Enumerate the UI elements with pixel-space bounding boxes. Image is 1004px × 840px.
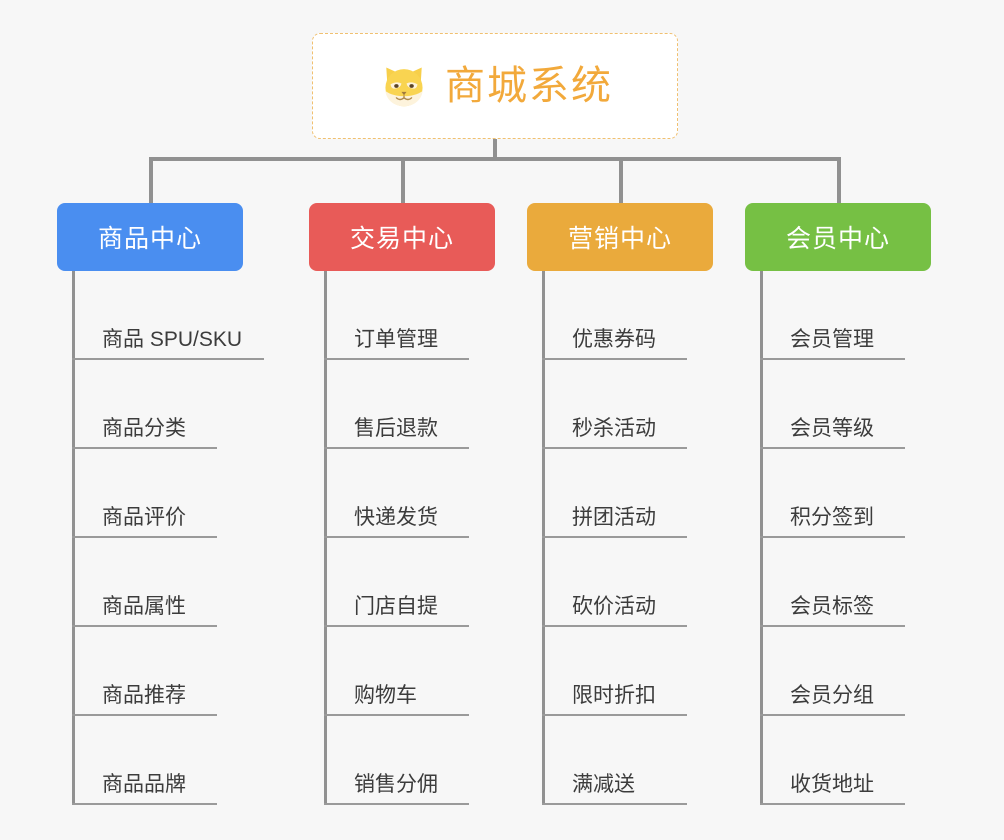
leaf-item-rule xyxy=(760,803,905,805)
leaf-spine xyxy=(542,271,545,805)
category-label: 会员中心 xyxy=(785,225,890,253)
leaf-item[interactable]: 会员标签 xyxy=(750,538,942,627)
connector-root-stem xyxy=(493,139,497,159)
leaf-item[interactable]: 拼团活动 xyxy=(532,449,724,538)
leaf-item-label: 优惠券码 xyxy=(572,328,656,351)
leaf-item-label: 销售分佣 xyxy=(354,773,438,796)
category-box-0[interactable]: 商品中心 xyxy=(57,203,243,271)
leaf-item[interactable]: 砍价活动 xyxy=(532,538,724,627)
leaf-item-label: 拼团活动 xyxy=(572,506,656,529)
leaf-item-rule xyxy=(542,358,687,360)
leaf-item-rule xyxy=(324,625,469,627)
category-box-3[interactable]: 会员中心 xyxy=(745,203,931,271)
connector-horizontal-bus xyxy=(149,157,840,161)
leaf-item[interactable]: 快递发货 xyxy=(314,449,506,538)
leaf-item-rule xyxy=(72,803,217,805)
leaf-item[interactable]: 订单管理 xyxy=(314,271,506,360)
leaf-item-rule xyxy=(760,625,905,627)
leaf-item[interactable]: 会员等级 xyxy=(750,360,942,449)
leaf-item-label: 商品推荐 xyxy=(102,684,186,707)
root-title: 商城系统 xyxy=(445,64,613,108)
leaf-column-2: 优惠券码秒杀活动拼团活动砍价活动限时折扣满减送 xyxy=(532,271,724,805)
leaf-item-label: 商品分类 xyxy=(102,417,186,440)
leaf-item[interactable]: 商品评价 xyxy=(62,449,254,538)
leaf-item[interactable]: 会员分组 xyxy=(750,627,942,716)
leaf-item[interactable]: 秒杀活动 xyxy=(532,360,724,449)
leaf-item-rule xyxy=(324,536,469,538)
leaf-item[interactable]: 满减送 xyxy=(532,716,724,805)
leaf-item-rule xyxy=(542,625,687,627)
leaf-item[interactable]: 收货地址 xyxy=(750,716,942,805)
connector-drop-4 xyxy=(837,157,841,205)
leaf-item-label: 订单管理 xyxy=(354,328,438,351)
leaf-item-rule xyxy=(542,447,687,449)
leaf-column-3: 会员管理会员等级积分签到会员标签会员分组收货地址 xyxy=(750,271,942,805)
leaf-item[interactable]: 商品品牌 xyxy=(62,716,254,805)
leaf-item[interactable]: 售后退款 xyxy=(314,360,506,449)
leaf-spine xyxy=(324,271,327,805)
leaf-item-rule xyxy=(542,714,687,716)
leaf-item-rule xyxy=(72,358,264,360)
leaf-item[interactable]: 商品 SPU/SKU xyxy=(62,271,264,360)
leaf-item-rule xyxy=(324,803,469,805)
leaf-item-label: 商品评价 xyxy=(102,506,186,529)
leaf-item-label: 快递发货 xyxy=(354,506,438,529)
leaf-item-rule xyxy=(72,625,217,627)
leaf-item-label: 会员等级 xyxy=(790,417,874,440)
leaf-column-1: 订单管理售后退款快递发货门店自提购物车销售分佣 xyxy=(314,271,506,805)
leaf-item[interactable]: 限时折扣 xyxy=(532,627,724,716)
leaf-column-0: 商品 SPU/SKU 商品分类商品评价商品属性商品推荐商品品牌 xyxy=(62,271,264,805)
connector-drop-2 xyxy=(401,157,405,205)
category-box-1[interactable]: 交易中心 xyxy=(309,203,495,271)
leaf-item[interactable]: 门店自提 xyxy=(314,538,506,627)
category-label: 交易中心 xyxy=(349,225,454,253)
leaf-spine xyxy=(72,271,75,805)
leaf-item[interactable]: 优惠券码 xyxy=(532,271,724,360)
leaf-item-label: 满减送 xyxy=(572,773,635,796)
connector-drop-1 xyxy=(149,157,153,205)
leaf-item-rule xyxy=(324,358,469,360)
leaf-item-rule xyxy=(324,714,469,716)
leaf-item[interactable]: 购物车 xyxy=(314,627,506,716)
leaf-item-label: 秒杀活动 xyxy=(572,417,656,440)
leaf-item-label: 商品属性 xyxy=(102,595,186,618)
leaf-item-label: 会员管理 xyxy=(790,328,874,351)
leaf-item-label: 门店自提 xyxy=(354,595,438,618)
leaf-item[interactable]: 商品推荐 xyxy=(62,627,254,716)
leaf-item-rule xyxy=(72,714,217,716)
leaf-item-label: 收货地址 xyxy=(790,773,874,796)
leaf-item-rule xyxy=(72,447,217,449)
leaf-item-label: 积分签到 xyxy=(790,506,874,529)
leaf-item-rule xyxy=(542,536,687,538)
leaf-item-label: 会员分组 xyxy=(790,684,874,707)
leaf-item-rule xyxy=(542,803,687,805)
leaf-item-rule xyxy=(760,447,905,449)
leaf-item[interactable]: 销售分佣 xyxy=(314,716,506,805)
leaf-item-rule xyxy=(760,714,905,716)
leaf-item[interactable]: 积分签到 xyxy=(750,449,942,538)
leaf-item-label: 会员标签 xyxy=(790,595,874,618)
leaf-item-label: 商品 SPU/SKU xyxy=(102,328,243,351)
leaf-item-label: 砍价活动 xyxy=(572,595,656,618)
leaf-item-label: 售后退款 xyxy=(354,417,438,440)
leaf-spine xyxy=(760,271,763,805)
leaf-item-label: 商品品牌 xyxy=(102,773,186,796)
leaf-item[interactable]: 商品属性 xyxy=(62,538,254,627)
leaf-item[interactable]: 会员管理 xyxy=(750,271,942,360)
leaf-item-label: 购物车 xyxy=(354,684,417,707)
leaf-item-rule xyxy=(760,358,905,360)
leaf-item-rule xyxy=(324,447,469,449)
category-box-2[interactable]: 营销中心 xyxy=(527,203,713,271)
shiba-dog-icon xyxy=(385,67,423,110)
leaf-item[interactable]: 商品分类 xyxy=(62,360,254,449)
category-label: 商品中心 xyxy=(97,225,202,253)
leaf-item-rule xyxy=(72,536,217,538)
leaf-item-rule xyxy=(760,536,905,538)
connector-drop-3 xyxy=(619,157,623,205)
category-label: 营销中心 xyxy=(567,225,672,253)
root-node[interactable]: 商城系统 xyxy=(312,33,678,139)
leaf-item-label: 限时折扣 xyxy=(572,684,656,707)
